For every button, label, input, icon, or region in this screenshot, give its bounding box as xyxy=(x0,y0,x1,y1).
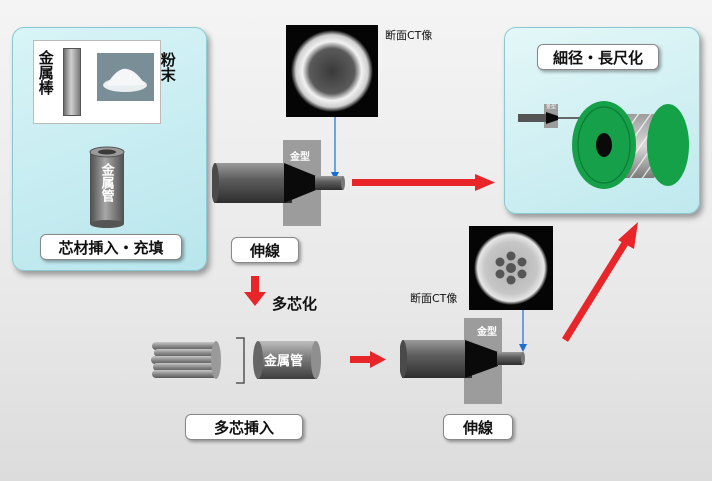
powder-graphic xyxy=(97,53,154,101)
metal-tube-label: 金属管 xyxy=(98,163,114,202)
core-insert-fill-caption: 芯材挿入・充填 xyxy=(40,234,182,260)
ct-image-2 xyxy=(469,226,553,310)
die-label-2: 金型 xyxy=(477,327,497,338)
drawing-caption-2: 伸線 xyxy=(443,414,513,440)
multicore-insert-caption: 多芯挿入 xyxy=(185,414,303,440)
arrow-drawing2-to-result xyxy=(562,222,638,342)
arrow-drawing-to-result xyxy=(352,174,495,191)
metal-tube-2-label: 金属管 xyxy=(264,354,304,369)
wire-reel-graphic xyxy=(518,101,689,189)
multicore-label: 多芯化 xyxy=(272,295,318,313)
powder-label: 粉末 xyxy=(158,52,177,82)
metal-rod-graphic xyxy=(63,48,81,116)
ct-label-2: 断面CT像 xyxy=(410,292,458,305)
result-die-tag: 金型 xyxy=(546,104,557,110)
metal-rod-label: 金属棒 xyxy=(36,50,55,95)
drawing-die-2 xyxy=(400,318,525,404)
ct-label-1: 断面CT像 xyxy=(385,29,433,42)
metal-tube-graphic xyxy=(89,146,125,228)
drawing-die-1 xyxy=(212,140,345,226)
bundle-bracket xyxy=(236,337,245,384)
drawing-caption-1: 伸線 xyxy=(231,237,299,263)
metal-tube-2-graphic xyxy=(253,341,321,379)
result-caption: 細径・長尺化 xyxy=(537,44,659,70)
arrow-multicore-down xyxy=(244,276,266,306)
die-label-1: 金型 xyxy=(290,152,310,163)
arrow-insert-to-drawing xyxy=(350,351,386,368)
ct-image-1 xyxy=(286,25,378,117)
core-bundle-graphic xyxy=(151,341,221,379)
